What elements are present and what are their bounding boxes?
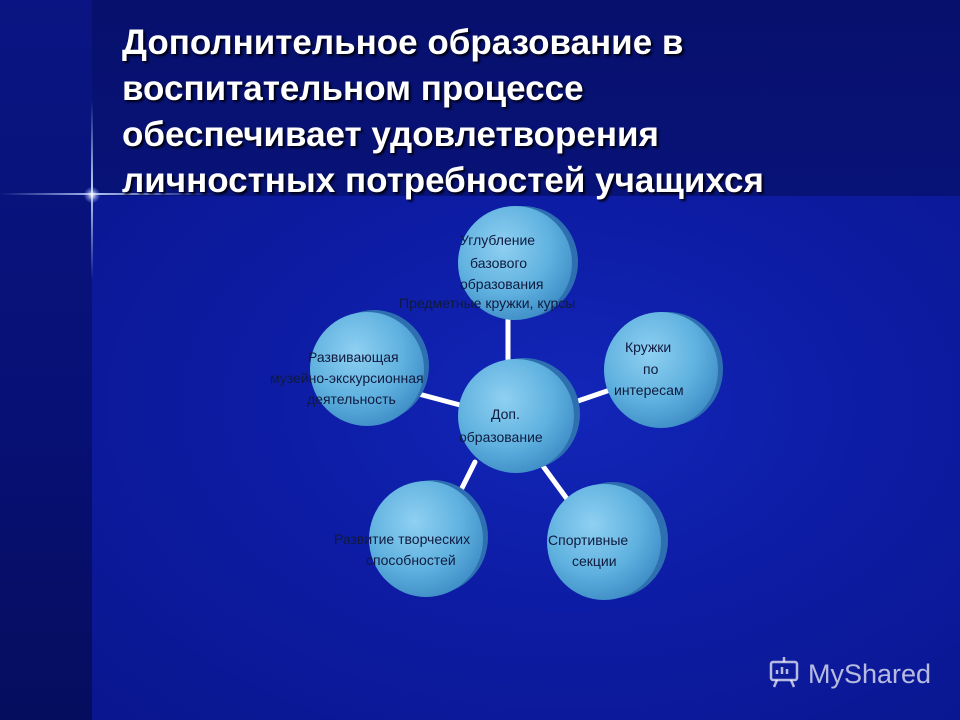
- node-bottom-left: Развитие творческих способностей: [334, 480, 488, 597]
- node-bottom-left-disc: [369, 481, 483, 597]
- node-center-label-1: Доп.: [491, 406, 520, 422]
- background-top-band: [92, 0, 960, 196]
- sparkle-horizontal-ray: [0, 193, 215, 195]
- connectors: [412, 312, 613, 506]
- node-left-label-3: деятельность: [307, 391, 396, 407]
- slide-title-line-1: Дополнительное образование в: [122, 23, 684, 62]
- node-bottom-left-label-2: способностей: [366, 552, 456, 568]
- node-left-label-2: музейно-экскурсионная: [270, 370, 424, 386]
- node-top-disc: [458, 206, 572, 320]
- node-right-label-1: Кружки: [625, 339, 671, 355]
- connector-right: [572, 387, 613, 405]
- node-top-label-2: базового: [470, 255, 527, 271]
- node-top: Углубление базового образования: [458, 206, 578, 320]
- node-center-disc: [458, 359, 574, 473]
- node-right-disc: [604, 312, 718, 428]
- watermark: MyShared: [766, 654, 931, 694]
- slide-title-line-2: воспитательном процессе: [122, 69, 584, 108]
- background-left-panel: [0, 0, 92, 720]
- node-top-caption: Предметные кружки, курсы: [399, 295, 575, 311]
- node-bottom-right-disc: [547, 484, 661, 600]
- node-left-label-1: Развивающая: [308, 349, 399, 365]
- watermark-text: MyShared: [808, 658, 932, 689]
- node-right-label-3: интересам: [614, 382, 684, 398]
- slide-title-line-3: обеспечивает удовлетворения: [122, 115, 659, 154]
- node-center: Доп. образование: [458, 358, 580, 473]
- slide-title: Дополнительное образование в воспитатель…: [122, 20, 922, 204]
- node-bottom-left-label-1: Развитие творческих: [334, 531, 470, 547]
- node-right: Кружки по интересам: [604, 312, 723, 428]
- connector-bottom-left: [459, 459, 478, 491]
- node-bottom-right-label-2: секции: [572, 553, 617, 569]
- node-bottom-right: Спортивные секции: [547, 482, 668, 600]
- node-center-label-2: образование: [459, 429, 543, 445]
- slide-title-line-4: личностных потребностей учащихся: [122, 161, 764, 200]
- node-top-label-3: образования: [460, 276, 543, 292]
- node-bottom-right-label-1: Спортивные: [548, 532, 628, 548]
- node-left: Развивающая музейно-экскурсионная деятел…: [270, 310, 429, 426]
- connector-left: [412, 390, 463, 408]
- node-top-label-1: Углубление: [460, 232, 535, 248]
- presentation-board-icon: [766, 654, 802, 695]
- node-right-label-2: по: [643, 361, 659, 377]
- connector-bottom-right: [537, 459, 573, 506]
- node-left-disc: [310, 312, 424, 426]
- sparkle-icon: [84, 187, 100, 203]
